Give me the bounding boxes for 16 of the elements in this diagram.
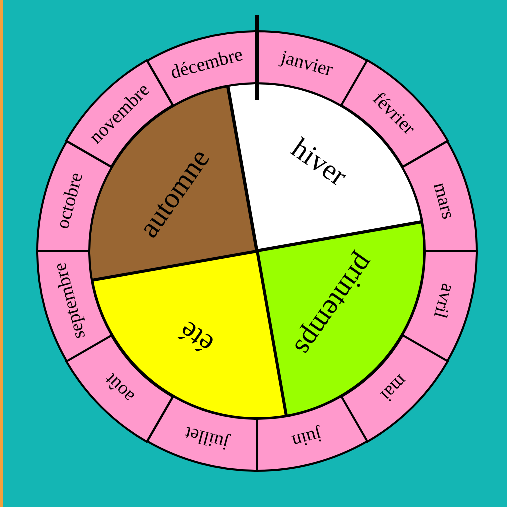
month-label: mars [430, 180, 458, 222]
month-label: janvier [279, 48, 336, 80]
month-label: juin [290, 425, 324, 452]
month-label: avril [430, 282, 458, 320]
season-label: été [174, 315, 219, 359]
month-label: septembre [50, 261, 89, 342]
month-segment [146, 394, 258, 472]
month-label: mai [377, 371, 411, 405]
month-label: octobre [53, 170, 86, 231]
month-label: août [102, 370, 138, 406]
month-segment [36, 250, 113, 362]
month-label: décembre [168, 44, 245, 82]
season-label: hiver [286, 134, 352, 192]
month-segment [256, 394, 368, 472]
month-segment [400, 140, 478, 252]
month-label: juillet [182, 423, 231, 454]
